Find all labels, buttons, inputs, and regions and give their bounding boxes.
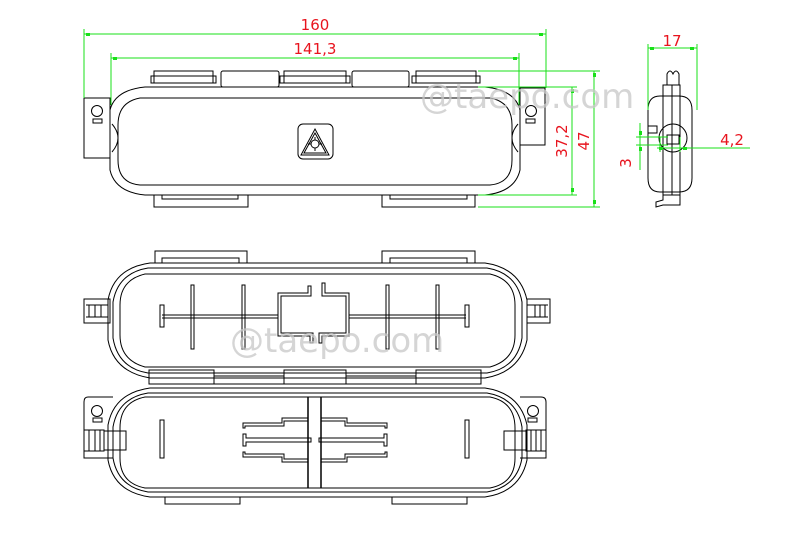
dim-side-width: 17 bbox=[662, 32, 681, 50]
dim-body-height: 37,2 bbox=[553, 124, 571, 157]
top-clips bbox=[150, 70, 481, 88]
dim-body-length: 141,3 bbox=[294, 40, 337, 58]
dimension-lines bbox=[83, 29, 600, 208]
inner-cover-view bbox=[83, 250, 551, 379]
dim-slot-height: 3 bbox=[617, 158, 635, 168]
dim-overall-height: 47 bbox=[575, 131, 593, 150]
dim-slot-width: 4,2 bbox=[720, 131, 744, 149]
side-view bbox=[647, 70, 693, 208]
watermark-middle: @taepo.com bbox=[230, 321, 444, 361]
cover-ribs bbox=[159, 282, 470, 350]
base-ribs bbox=[159, 397, 470, 488]
side-dimension-lines bbox=[636, 44, 750, 170]
inner-base-view bbox=[83, 369, 547, 505]
laser-warning-icon bbox=[297, 123, 334, 160]
watermark-top: @taepo.com bbox=[420, 77, 634, 117]
dim-overall-length: 160 bbox=[301, 16, 330, 34]
